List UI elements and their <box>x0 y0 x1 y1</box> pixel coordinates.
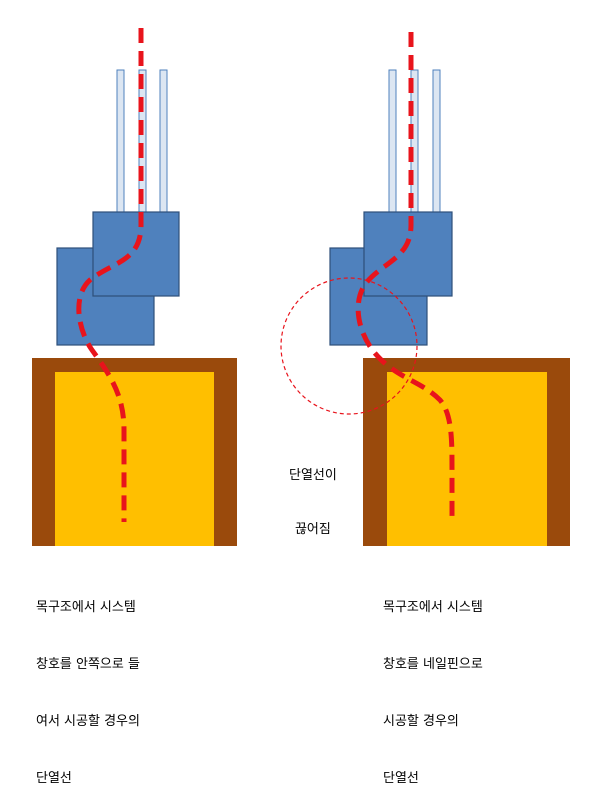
left-insulation-line <box>76 28 144 522</box>
break-note-line-2: 끊어짐 <box>294 522 331 537</box>
right-caption-line-4: 단열선 <box>383 771 419 786</box>
left-caption-line-1: 목구조에서 시스템 <box>36 600 136 615</box>
left-caption-line-3: 여서 시공할 경우의 <box>36 714 140 729</box>
insulation-break-circle <box>280 277 418 415</box>
right-caption-line-2: 창호를 네일핀으로 <box>383 657 483 672</box>
right-glass-pane-1 <box>388 69 397 217</box>
right-glass-pane-3 <box>432 69 441 217</box>
left-caption-line-2: 창호를 안쪽으로 들 <box>36 657 140 672</box>
left-window-frame-front <box>92 211 180 297</box>
left-glass-pane-3 <box>159 69 168 217</box>
break-note-line-1: 단열선이 <box>289 468 337 483</box>
insulation-break-label: 단열선이 끊어짐 <box>289 431 337 557</box>
right-caption-line-3: 시공할 경우의 <box>383 714 459 729</box>
left-panel <box>32 28 237 546</box>
left-wall-insulation <box>55 372 214 546</box>
right-insulation-line <box>355 32 455 522</box>
right-caption: 목구조에서 시스템 창호를 네일핀으로 시공할 경우의 단열선 <box>383 560 483 807</box>
right-window-frame-front <box>363 211 453 297</box>
left-caption-line-4: 단열선 <box>36 771 72 786</box>
right-caption-line-1: 목구조에서 시스템 <box>383 600 483 615</box>
right-wall-insulation <box>387 372 547 546</box>
insulation-diagram <box>32 28 570 546</box>
left-caption: 목구조에서 시스템 창호를 안쪽으로 들 여서 시공할 경우의 단열선 <box>36 560 140 807</box>
left-glass-pane-1 <box>116 69 125 217</box>
right-panel <box>280 32 570 546</box>
